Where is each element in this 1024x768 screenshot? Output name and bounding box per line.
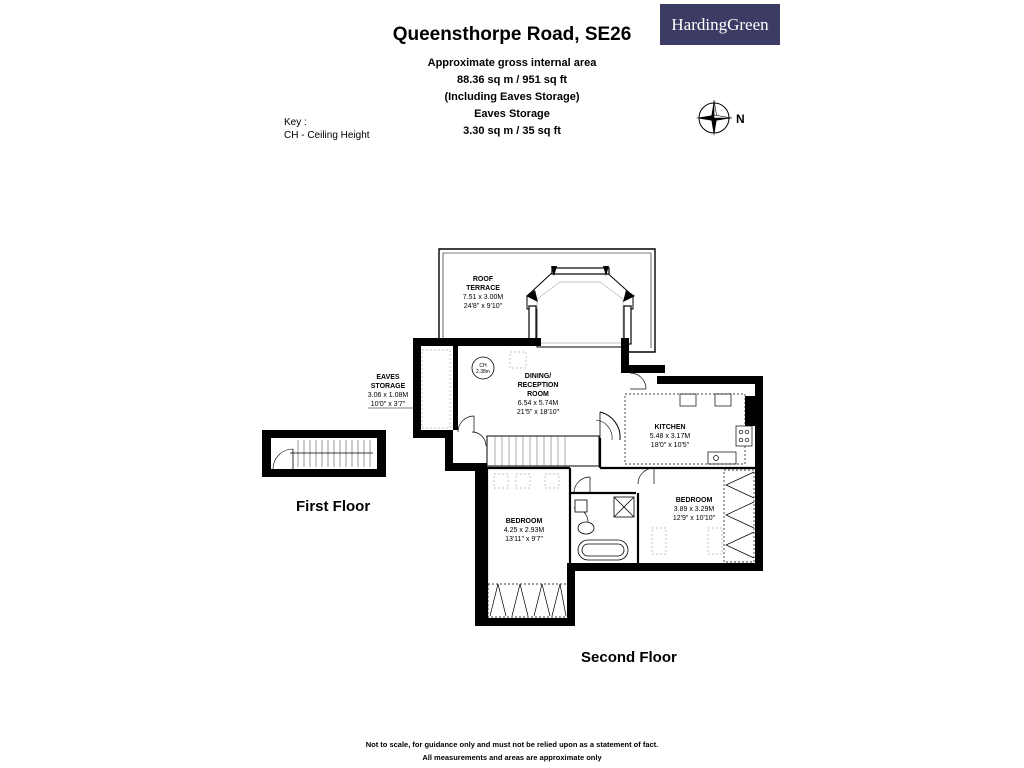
bathroom-fittings bbox=[574, 496, 635, 561]
brand-logo-text: HardingGreen bbox=[671, 14, 769, 34]
plan-title: Queensthorpe Road, SE26 bbox=[392, 24, 632, 45]
area-summary: Approximate gross internal area 88.36 sq… bbox=[362, 55, 662, 140]
bay-window bbox=[526, 266, 635, 348]
room-metric: 3.89 x 3.29M bbox=[673, 506, 715, 513]
room-name: STORAGE bbox=[370, 383, 406, 390]
room-metric: 3.06 x 1.08M bbox=[367, 392, 409, 399]
roof-terrace-outline bbox=[438, 248, 656, 353]
room-label-eaves-storage: EAVES STORAGE 3.06 x 1.08M 10'0" x 3'7" bbox=[348, 373, 428, 409]
area-line: Eaves Storage bbox=[474, 108, 550, 120]
area-line: 88.36 sq m / 951 sq ft bbox=[456, 74, 568, 86]
area-line: (Including Eaves Storage) bbox=[444, 91, 580, 103]
room-name: BEDROOM bbox=[505, 518, 543, 525]
compass-icon: N bbox=[696, 99, 745, 136]
area-line: Approximate gross internal area bbox=[427, 57, 597, 69]
internal-partitions bbox=[485, 438, 757, 620]
area-line: 3.30 sq m / 35 sq ft bbox=[463, 125, 561, 137]
room-imperial: 10'0" x 3'7" bbox=[370, 401, 406, 408]
room-label-dining: DINING/ RECEPTION ROOM 6.54 x 5.74M 21'5… bbox=[498, 372, 578, 417]
internal-stair bbox=[486, 411, 621, 467]
ch-label: CH bbox=[479, 363, 487, 369]
key-title: Key : bbox=[284, 117, 307, 128]
room-name: RECEPTION bbox=[517, 382, 559, 389]
key: Key : CH - Ceiling Height bbox=[284, 116, 370, 142]
first-floor-label: First Floor bbox=[296, 498, 371, 515]
ceiling-height-marker: CH 2.38m bbox=[471, 356, 495, 380]
second-floor-label: Second Floor bbox=[581, 649, 677, 666]
disclaimer: Not to scale, for guidance only and must… bbox=[0, 738, 1024, 764]
furniture bbox=[421, 349, 723, 555]
room-name: ROOF bbox=[472, 276, 494, 283]
room-name: KITCHEN bbox=[654, 424, 686, 431]
key-entry: CH - Ceiling Height bbox=[284, 130, 370, 141]
first-floor-stair bbox=[262, 430, 386, 477]
door-swings bbox=[457, 372, 655, 523]
room-name: DINING/ bbox=[524, 373, 552, 380]
room-label-bedroom-left: BEDROOM 4.25 x 2.93M 13'11" x 9'7" bbox=[492, 517, 556, 544]
room-imperial: 21'5" x 18'10" bbox=[516, 409, 560, 416]
room-label-bedroom-right: BEDROOM 3.89 x 3.29M 12'9" x 10'10" bbox=[662, 496, 726, 523]
disclaimer-line: All measurements and areas are approxima… bbox=[422, 753, 602, 762]
room-label-roof-terrace: ROOF TERRACE 7.51 x 3.00M 24'8" x 9'10" bbox=[448, 275, 518, 311]
second-floor-walls bbox=[413, 338, 763, 626]
room-name: ROOM bbox=[527, 391, 549, 398]
room-metric: 5.48 x 3.17M bbox=[649, 433, 691, 440]
room-name: BEDROOM bbox=[675, 497, 713, 504]
disclaimer-line: Not to scale, for guidance only and must… bbox=[365, 740, 659, 749]
room-metric: 7.51 x 3.00M bbox=[462, 294, 504, 301]
room-imperial: 13'11" x 9'7" bbox=[505, 536, 543, 543]
room-imperial: 12'9" x 10'10" bbox=[672, 515, 716, 522]
compass-north-label: N bbox=[736, 112, 745, 126]
room-imperial: 24'8" x 9'10" bbox=[463, 303, 503, 310]
room-metric: 4.25 x 2.93M bbox=[503, 527, 545, 534]
kitchen-fittings bbox=[624, 393, 753, 465]
room-name: EAVES bbox=[376, 374, 400, 381]
wardrobes bbox=[487, 469, 755, 618]
room-metric: 6.54 x 5.74M bbox=[517, 400, 559, 407]
brand-logo: HardingGreen bbox=[660, 4, 780, 45]
room-name: TERRACE bbox=[466, 285, 500, 292]
room-imperial: 18'0" x 10'5" bbox=[650, 442, 690, 449]
room-label-kitchen: KITCHEN 5.48 x 3.17M 18'0" x 10'5" bbox=[638, 423, 702, 450]
ch-value: 2.38m bbox=[476, 369, 490, 375]
